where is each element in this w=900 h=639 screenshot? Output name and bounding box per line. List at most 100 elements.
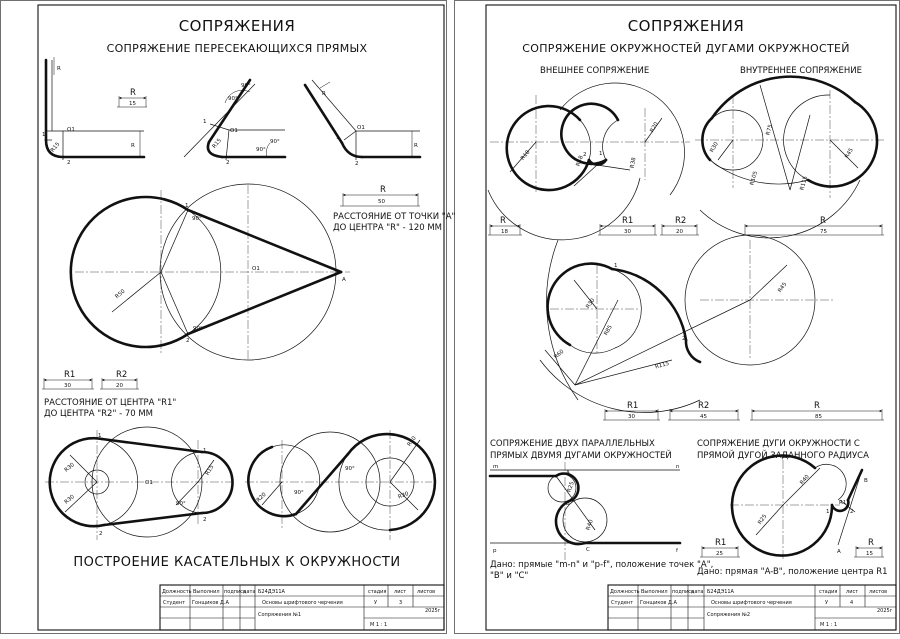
tb1-h-sheet: лист <box>394 589 406 595</box>
fig3-label-2: 2 <box>355 161 359 167</box>
dim-r15-label: R <box>130 88 136 98</box>
dim-outer-r2-label: R2 <box>675 216 686 226</box>
tb1-year: 2025г <box>425 608 441 614</box>
given-parallel-line1: Дано: прямые "m-n" и "p-f", положение то… <box>490 560 713 570</box>
tb2-sheet: 4 <box>850 600 853 606</box>
fig1-dim-r: R <box>57 66 61 72</box>
outer-fillet-label-r48: R48 <box>575 155 585 168</box>
fig1-label-1: 1 <box>42 132 46 138</box>
tb2-subject: Основы шрифтового черчения <box>711 600 792 606</box>
mixed-label-r60: R60 <box>553 348 566 360</box>
fig2-label-o1: О1 <box>230 128 238 134</box>
figure-acute-angle-fillet: 90° 90° 90° 90° О1 1 2 R15 <box>183 78 287 166</box>
figure-outer-tangents: R30 R30 R15 90° О1 1 2 1 2 <box>45 426 234 540</box>
given-arc: Дано: прямая "A-B", положение центра R1 <box>697 567 888 577</box>
figure-mixed-fillet: R30 R45 R85 R60 R115 1 2 <box>539 234 835 413</box>
dim-r1-r2-sheet1: R1 30 R2 20 <box>42 370 139 390</box>
sheet-2-subtitle: СОПРЯЖЕНИЕ ОКРУЖНОСТЕЙ ДУГАМИ ОКРУЖНОСТЕ… <box>522 42 850 55</box>
tb1-h-sheets: листов <box>417 589 435 595</box>
fig1-label-o1: О1 <box>67 127 75 133</box>
dim-inner-r-label: R <box>820 216 826 226</box>
outer-label-r15: R15 <box>205 464 216 477</box>
fig3-dim-r: R <box>414 143 418 149</box>
tb2-work: Сопряжения №2 <box>707 612 750 618</box>
mixed-label-r115: R115 <box>655 361 671 371</box>
mixed-label-r85: R85 <box>603 324 614 337</box>
arc-label-a: A <box>837 549 841 555</box>
sheet-1-title: СОПРЯЖЕНИЯ <box>179 17 296 35</box>
figure-inner-fillet: R30 R45 R75 R105 R115 <box>695 75 885 239</box>
dim-mid-r2-label: R2 <box>698 401 709 411</box>
sheet-1-subtitle: СОПРЯЖЕНИЕ ПЕРЕСЕКАЮЩИХСЯ ПРЯМЫХ <box>107 42 368 55</box>
tb1-h-done: Выполнил <box>193 589 220 595</box>
tb1-h-stage: стадия <box>368 589 386 595</box>
label-parallel-line1: СОПРЯЖЕНИЕ ДВУХ ПАРАЛЛЕЛЬНЫХ <box>490 439 655 449</box>
dim-r50-label: R <box>380 185 386 195</box>
tb2-h-sheets: листов <box>869 589 887 595</box>
fig1-dim-r-right: R <box>131 143 135 149</box>
figure-outer-fillet: R18 R20 R48 R38 1 2 <box>487 82 690 241</box>
tangent-label-a: А <box>342 277 346 283</box>
mixed-label-r30: R30 <box>585 297 596 310</box>
tb1-h-sign: подпись <box>224 589 246 595</box>
outer-label-2: 2 <box>99 531 103 537</box>
label-arc-line1: СОПРЯЖЕНИЕ ДУГИ ОКРУЖНОСТИ С <box>697 439 860 449</box>
tb1-subject: Основы шрифтового черчения <box>262 600 343 606</box>
tb1-sheet: 3 <box>399 600 402 606</box>
inner-label-r50: R50 <box>407 435 418 448</box>
figure-arc-line: R25 R40 R15 B A 2 1 <box>730 454 868 560</box>
tb2-role: Студент <box>611 600 633 606</box>
outer-label-r30b: R30 <box>64 494 77 506</box>
dim-arc-r-value: 15 <box>866 551 873 557</box>
note-point-a-line1: РАССТОЯНИЕ ОТ ТОЧКИ "А" <box>333 212 456 222</box>
tangent-label-1: 1 <box>185 203 189 209</box>
note-center-r1-line1: РАССТОЯНИЕ ОТ ЦЕНТРА "R1" <box>44 398 176 408</box>
tb1-h-role: Должность <box>162 589 192 595</box>
fig1-label-2: 2 <box>67 160 71 166</box>
tb1-work: Сопряжения №1 <box>258 612 301 618</box>
note-point-a-line2: ДО ЦЕНТРА "R" - 120 ММ <box>333 223 442 233</box>
fig2-label-90b: 90° <box>241 83 251 89</box>
dim-mid-r2-value: 45 <box>700 414 707 420</box>
parallel-label-a: A <box>566 470 570 476</box>
sheet-1: СОПРЯЖЕНИЯ СОПРЯЖЕНИЕ ПЕРЕСЕКАЮЩИХСЯ ПРЯ… <box>0 0 456 634</box>
parallel-label-r25: R25 <box>566 481 576 494</box>
tangent-label-r50: R50 <box>114 288 127 300</box>
outer-label-r30a: R30 <box>64 462 77 474</box>
outer-label-1: 1 <box>98 433 102 439</box>
dim-mid-r-value: 85 <box>815 414 822 420</box>
outer-label-90: 90° <box>176 501 186 507</box>
tb1-scale: М 1 : 1 <box>370 622 387 628</box>
tangent-label-2: 2 <box>186 338 190 344</box>
dim-arc-r1-value: 25 <box>716 551 723 557</box>
figure-inner-tangents: R20 R50 R30 90° 90° <box>245 430 437 540</box>
fig3-label-o1: О1 <box>357 125 365 131</box>
dim-outer-r2-value: 20 <box>676 229 683 235</box>
outer-fillet-label-r20: R20 <box>649 121 660 134</box>
arc-label-r40: R40 <box>799 474 811 487</box>
arc-label-2: 2 <box>850 509 854 515</box>
inner-fillet-label-r45: R45 <box>844 147 855 160</box>
parallel-label-f: f <box>676 548 679 554</box>
tb1-group: Б24ДЭ11А <box>258 589 286 595</box>
parallel-label-r40: R40 <box>585 519 595 532</box>
inner-fillet-label-r115: R115 <box>800 175 810 191</box>
dim-outer-r-label: R <box>500 216 506 226</box>
outer-fillet-label-1: 1 <box>599 151 603 157</box>
outer-label-4: 2 <box>203 517 207 523</box>
dim-r50-value: 50 <box>378 199 385 205</box>
dim-r1-value: 30 <box>64 383 71 389</box>
tb2-scale: М 1 : 1 <box>820 622 837 628</box>
sheet-2-title: СОПРЯЖЕНИЯ <box>628 17 745 35</box>
inner-fillet-label-r75: R75 <box>766 123 775 135</box>
dim-outer-r-value: 18 <box>501 229 508 235</box>
tb2-student: Гонщиков Д.А <box>640 600 677 606</box>
inner-label-r20: R20 <box>256 491 268 503</box>
sheet-2-title-block: Должность Выполнил подпись дата Студент … <box>607 584 897 631</box>
tb2-h-role: Должность <box>610 589 640 595</box>
label-inner-fillet: ВНУТРЕННЕЕ СОПРЯЖЕНИЕ <box>740 66 862 76</box>
fig2-label-2: 2 <box>226 160 230 166</box>
figure-obtuse-angle-fillet: R R О1 1 2 <box>303 79 422 167</box>
dim-inner-r-value: 75 <box>820 229 827 235</box>
dim-mid-r-label: R <box>814 401 820 411</box>
